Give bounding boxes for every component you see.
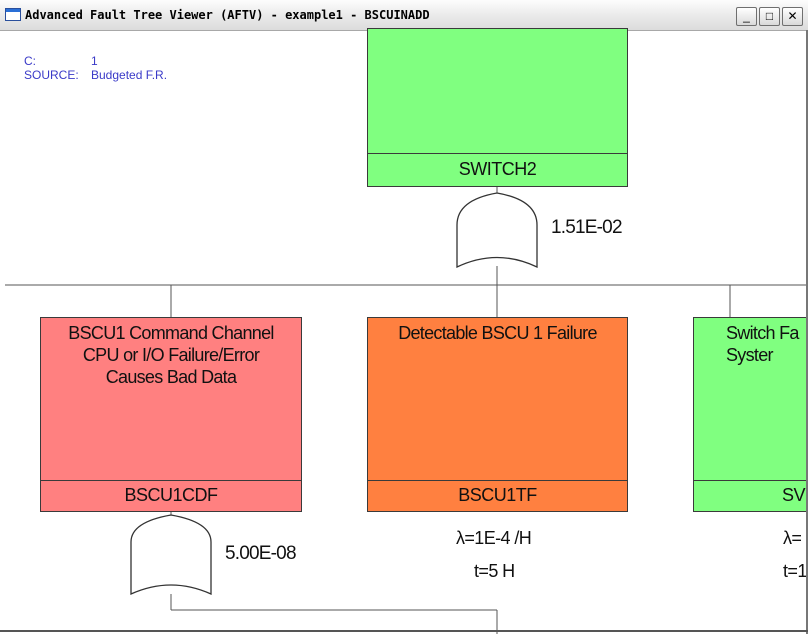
- event-id: BSCU1TF: [368, 480, 627, 511]
- event-box-bscu1cdf[interactable]: BSCU1 Command Channel CPU or I/O Failure…: [40, 317, 302, 512]
- window-title: Advanced Fault Tree Viewer (AFTV) - exam…: [25, 8, 430, 22]
- or-gate-icon: [456, 192, 538, 269]
- c-label: C:: [24, 54, 36, 68]
- event-id: SV: [694, 480, 808, 511]
- event-description: Detectable BSCU 1 Failure: [398, 323, 597, 343]
- close-button[interactable]: ✕: [782, 7, 803, 26]
- c-value: 1: [91, 54, 98, 68]
- exposure-time: t=5 H: [474, 561, 515, 581]
- or-gate-icon: [130, 514, 212, 596]
- app-window-icon[interactable]: [5, 8, 21, 21]
- maximize-button[interactable]: □: [759, 7, 780, 26]
- event-box-switch-failure[interactable]: Switch Fa Syster SV: [693, 317, 808, 512]
- window-border-bottom: [0, 630, 808, 632]
- connector-lines: [5, 187, 806, 634]
- event-id: SWITCH2: [368, 153, 627, 186]
- fault-tree-canvas[interactable]: [0, 30, 808, 634]
- gate-probability: 5.00E-08: [225, 543, 297, 564]
- info-panel: C: 1 SOURCE: Budgeted F.R.: [24, 54, 167, 82]
- event-description: BSCU1 Command Channel CPU or I/O Failure…: [68, 323, 274, 387]
- event-box-switch2[interactable]: SWITCH2: [367, 28, 628, 187]
- source-value: Budgeted F.R.: [91, 68, 168, 82]
- window-border-right: [806, 30, 808, 634]
- event-description: Switch Fa Syster: [726, 323, 799, 365]
- failure-rate: λ=: [783, 528, 802, 548]
- minimize-button[interactable]: _: [736, 7, 757, 26]
- event-box-bscu1tf[interactable]: Detectable BSCU 1 Failure BSCU1TF: [367, 317, 628, 512]
- event-id: BSCU1CDF: [41, 480, 301, 511]
- exposure-time: t=1: [783, 561, 807, 581]
- source-label: SOURCE:: [24, 68, 79, 82]
- failure-rate: λ=1E-4 /H: [456, 528, 532, 548]
- title-bar[interactable]: Advanced Fault Tree Viewer (AFTV) - exam…: [0, 0, 808, 31]
- gate-probability: 1.51E-02: [551, 217, 623, 238]
